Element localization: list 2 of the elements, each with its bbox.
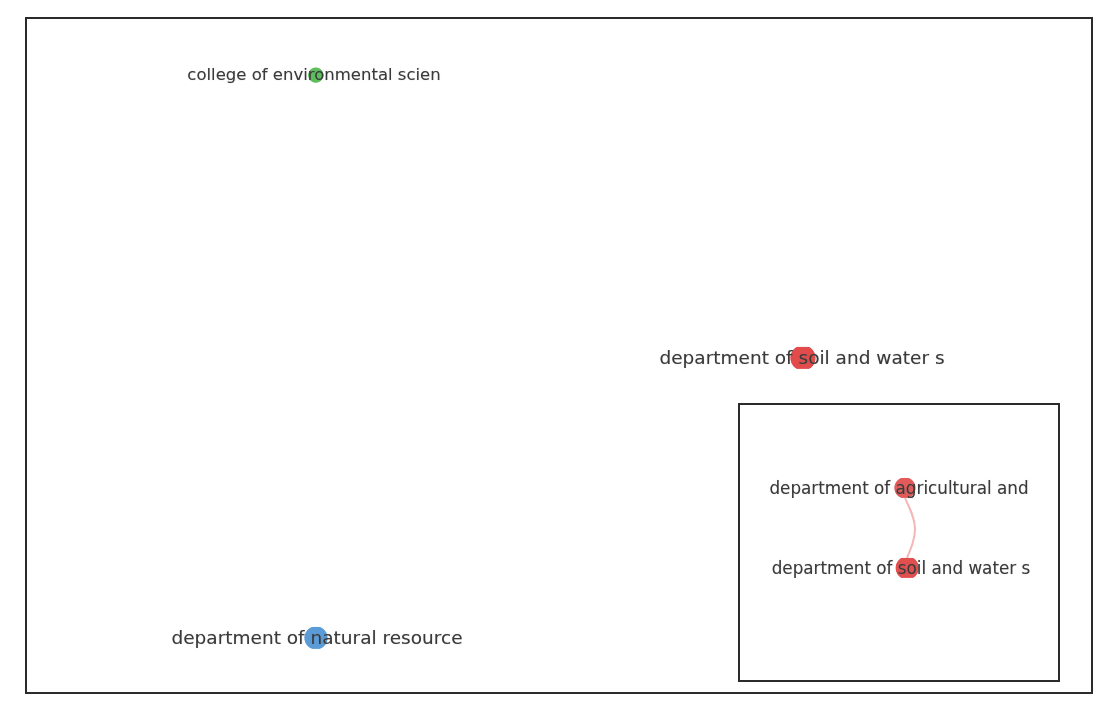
link-line: [904, 497, 916, 559]
inset-frame: [738, 403, 1060, 682]
